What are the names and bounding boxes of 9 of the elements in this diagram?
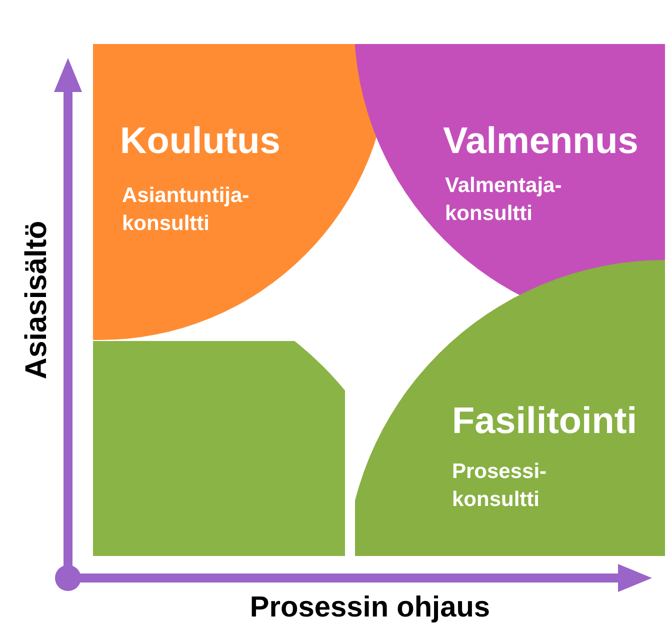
quadrant-subtitle: Asiantuntija- konsultti	[122, 183, 250, 237]
quadrant-subtitle: Prosessi- konsultti	[452, 459, 548, 513]
axis-label: Asiasisältö	[20, 220, 54, 380]
axis-label: Prosessin ohjaus	[250, 592, 490, 624]
quadrant-subtitle: Valmentaja- konsultti	[445, 173, 563, 227]
quadrant-title: Valmennus	[443, 120, 638, 162]
quadrant-title: Koulutus	[120, 120, 280, 162]
quarter-circle-area	[93, 341, 345, 556]
quadrant-title: Fasilitointi	[452, 400, 637, 442]
